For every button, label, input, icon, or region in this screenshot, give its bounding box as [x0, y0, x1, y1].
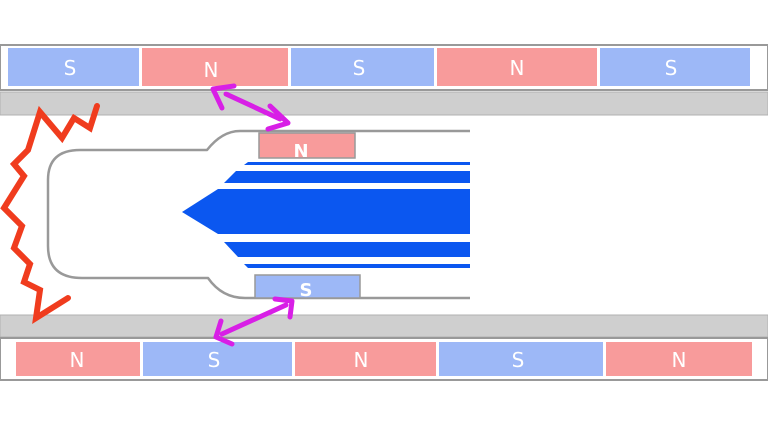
train-top-magnet — [258, 132, 356, 159]
speed-stripe-1 — [244, 162, 470, 165]
bottom-magnet-5 — [606, 342, 752, 376]
bottom-magnet-4-label: S — [512, 348, 525, 372]
top-magnet-5 — [600, 48, 750, 86]
bottom-magnet-row: N S N S N — [16, 342, 752, 376]
bottom-magnet-4 — [439, 342, 603, 376]
speed-stripe-4 — [224, 242, 470, 257]
top-magnet-1 — [8, 48, 139, 86]
top-magnet-3-label: S — [353, 56, 366, 80]
train-bottom-magnet — [254, 274, 361, 299]
bottom-magnet-2 — [143, 342, 292, 376]
bottom-magnet-1-label: N — [70, 348, 85, 372]
top-magnet-2-label: N — [204, 58, 219, 82]
speed-stripes — [182, 162, 470, 268]
top-magnet-row: S N S N S — [8, 48, 750, 86]
top-magnet-4-label: N — [510, 56, 525, 80]
top-magnet-5-label: S — [665, 56, 678, 80]
top-guide-rail — [0, 91, 768, 116]
bottom-guide-rail — [0, 314, 768, 338]
speed-stripe-5 — [244, 264, 470, 268]
top-magnet-4 — [437, 48, 597, 86]
bottom-magnet-2-label: S — [208, 348, 221, 372]
train-top-magnet-label: N — [293, 141, 308, 162]
train-bottom-magnet-label: S — [300, 280, 313, 301]
speed-stripe-2 — [224, 171, 470, 183]
top-magnet-2 — [142, 48, 288, 86]
bottom-magnet-1 — [16, 342, 140, 376]
top-magnet-1-label: S — [64, 56, 77, 80]
zigzag-line — [0, 103, 100, 324]
attraction-arrow-top — [210, 83, 291, 132]
attraction-arrow-bottom — [213, 296, 295, 347]
bottom-magnet-3 — [295, 342, 436, 376]
bottom-magnet-3-label: N — [354, 348, 369, 372]
bottom-magnet-5-label: N — [672, 348, 687, 372]
speed-stripe-3 — [182, 189, 470, 234]
top-magnet-3 — [291, 48, 434, 86]
